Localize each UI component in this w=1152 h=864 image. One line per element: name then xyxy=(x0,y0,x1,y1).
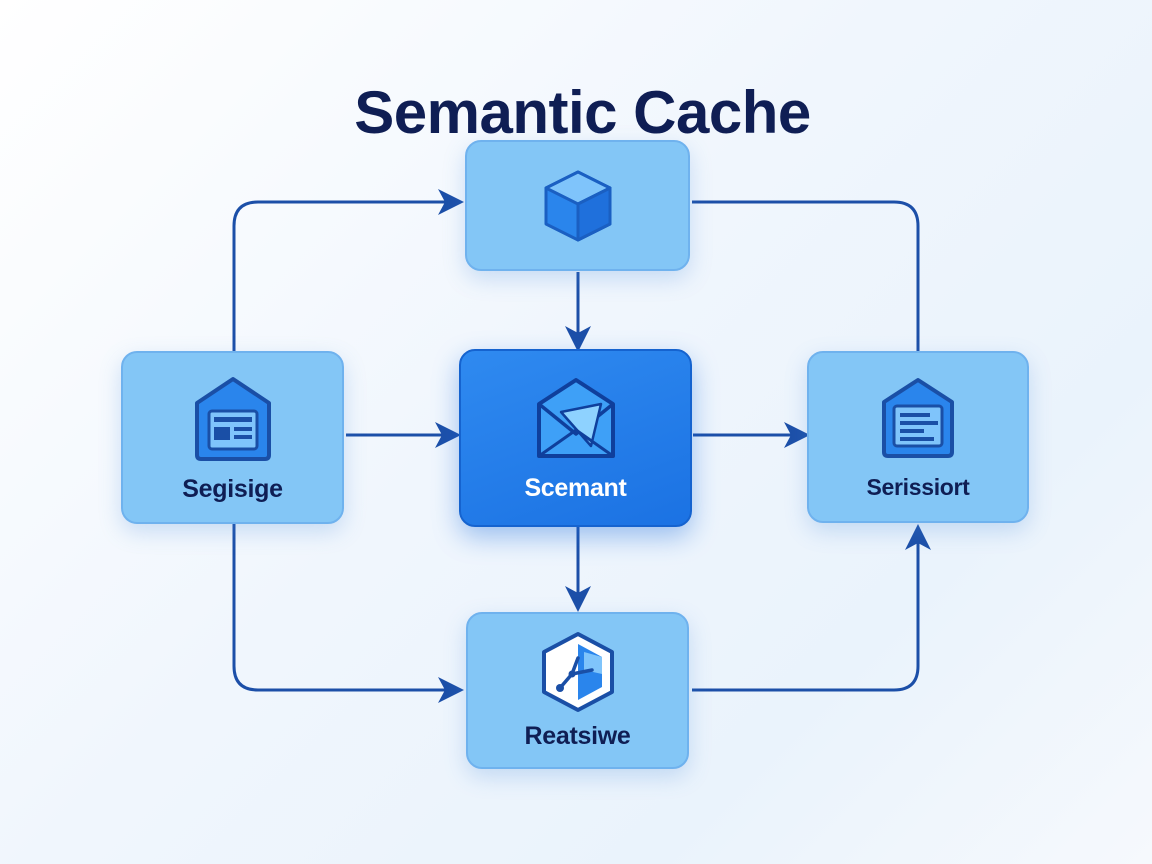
node-bottom-label: Reatsiwe xyxy=(524,722,631,750)
diagram-title: Semantic Cache xyxy=(354,79,811,146)
lines-house-icon xyxy=(882,377,954,458)
node-right-label: Serissiort xyxy=(866,473,970,500)
node-right[interactable]: Serissiort xyxy=(807,351,1029,523)
node-center-label: Scemant xyxy=(524,473,627,502)
graph-hexagon-icon xyxy=(541,632,614,712)
document-house-icon xyxy=(194,377,271,461)
connector-left-top xyxy=(232,189,464,352)
node-top[interactable] xyxy=(465,140,690,271)
connector-top-right xyxy=(692,200,920,352)
cube-icon xyxy=(544,170,611,241)
connector-left-bottom xyxy=(232,522,464,703)
node-bottom[interactable]: Reatsiwe xyxy=(466,612,689,769)
node-center[interactable]: Scemant xyxy=(459,349,692,527)
node-left-label: Segisige xyxy=(182,475,283,503)
connector-bottom-right xyxy=(692,524,931,692)
envelope-shard-icon xyxy=(536,377,615,458)
node-left[interactable]: Segisige xyxy=(121,351,344,524)
